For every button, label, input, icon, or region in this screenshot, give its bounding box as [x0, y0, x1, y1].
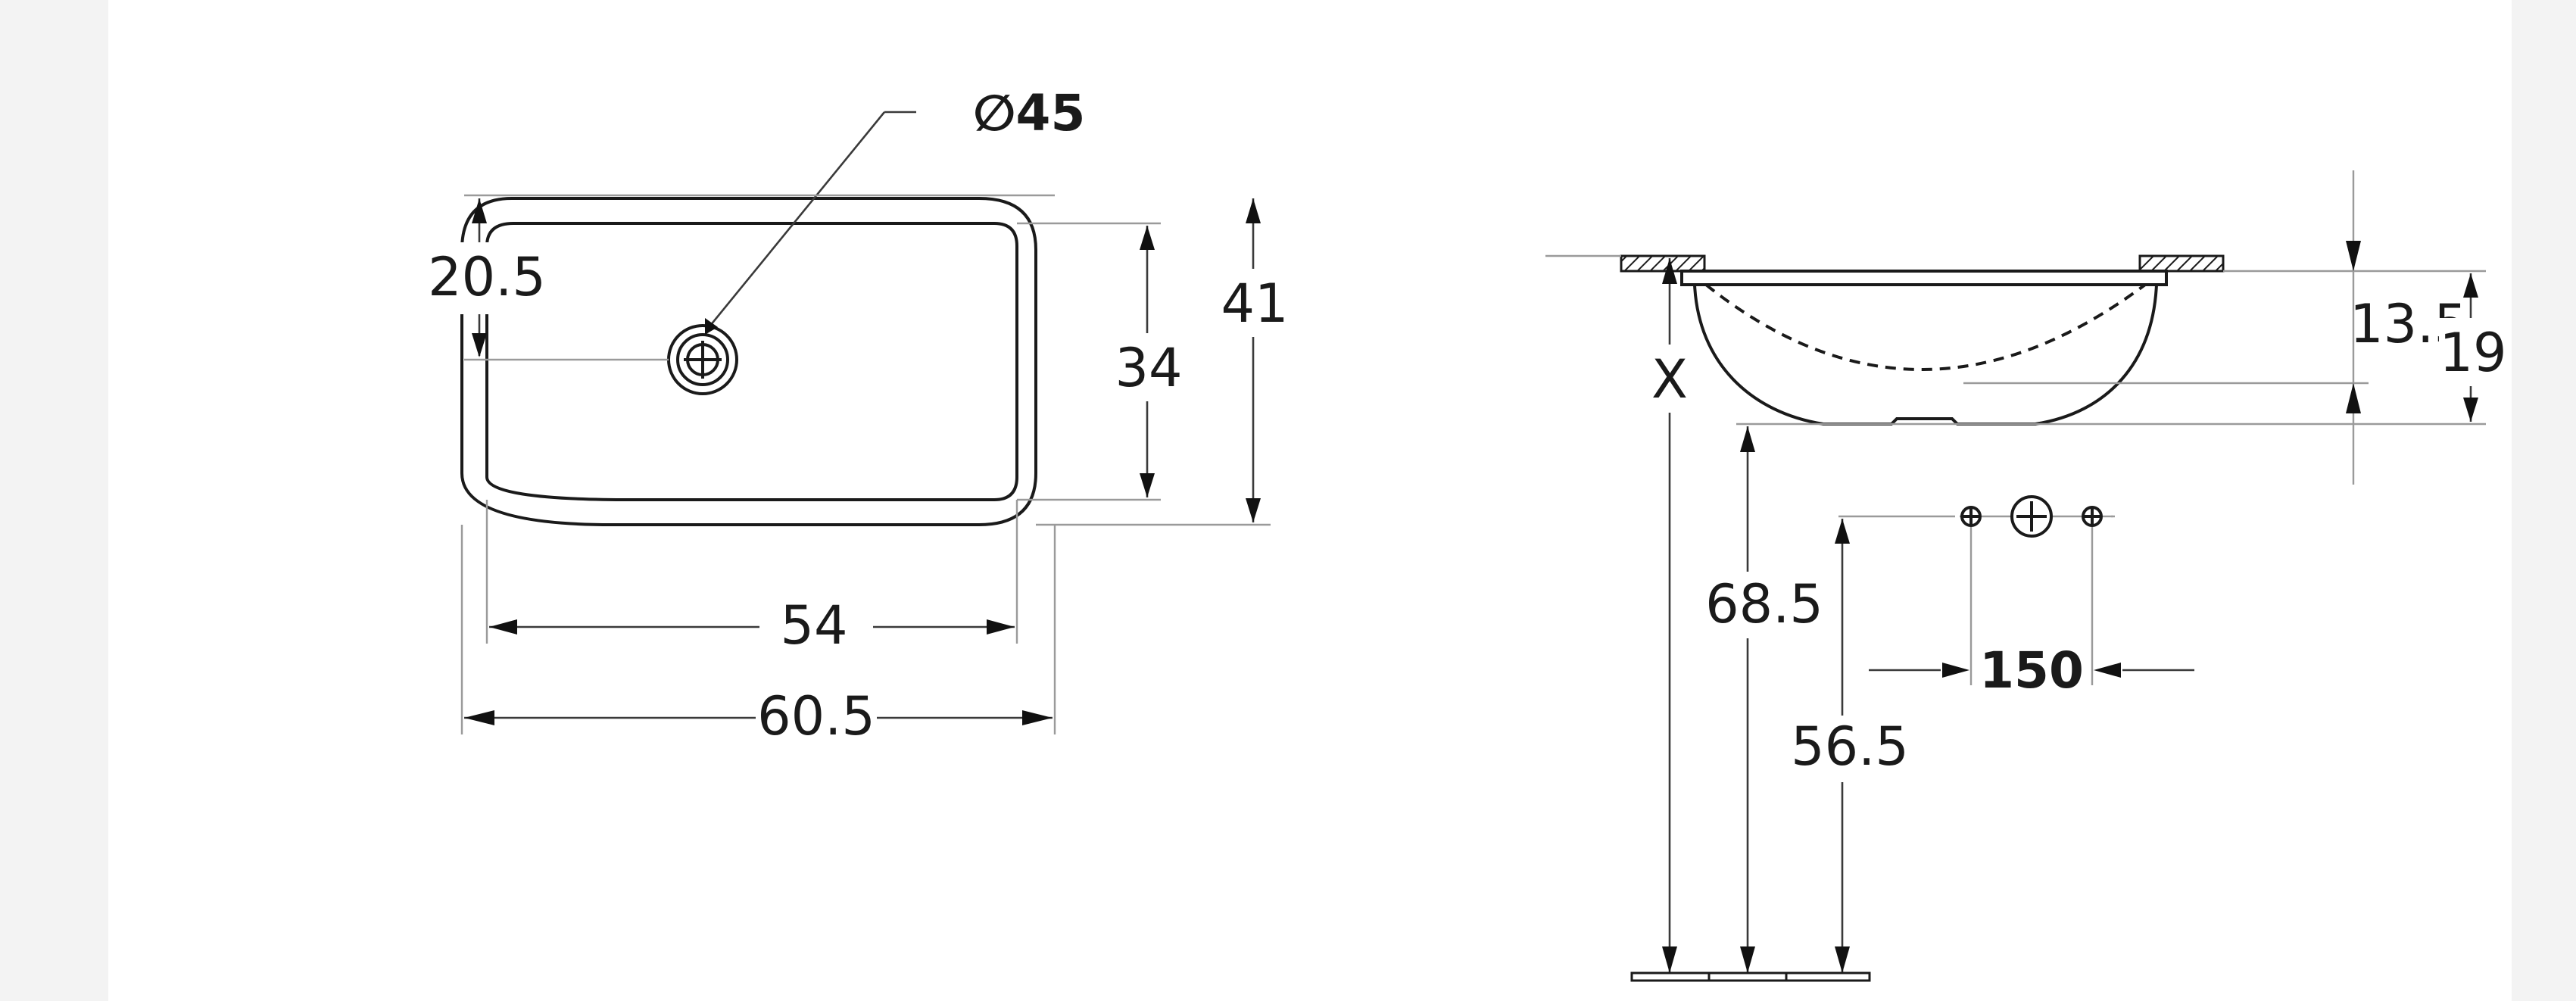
basin-outer-outline: [460, 197, 1037, 526]
basin-rim: [1680, 270, 2168, 286]
countertop-left: [1620, 254, 1706, 273]
outer-width-label: 60.5: [757, 685, 875, 747]
floor-line: [1630, 971, 1871, 982]
outer-width-dimension: 60.5: [460, 525, 1056, 753]
outer-depth-dimension: 41: [1036, 198, 1293, 526]
basin-bowl: [1693, 284, 2158, 426]
technical-drawing: ∅45 20.5 34 41: [428, 84, 2507, 982]
top-view: ∅45 20.5 34 41: [428, 84, 1293, 753]
total-height-dimension: X: [1642, 258, 1698, 973]
tap-spacing-label: 150: [1979, 641, 2084, 700]
inner-depth-dimension: 34: [1017, 222, 1187, 501]
drain-offset-label: 20.5: [428, 246, 546, 308]
inner-depth-label: 34: [1115, 337, 1182, 399]
basin-inner-dashed: [1704, 283, 2147, 371]
tap-hole-right: [2082, 506, 2103, 527]
tap-spacing-dimension: 150: [1869, 527, 2194, 700]
bottom-height-dimension: 68.5: [1704, 426, 1823, 973]
tap-height-dimension: 56.5: [1791, 519, 1909, 973]
drain-symbol: [667, 324, 738, 395]
drain-offset-dimension: 20.5: [428, 194, 1055, 361]
inner-width-label: 54: [780, 594, 847, 656]
countertop-right: [2138, 254, 2225, 273]
tap-holes: [1838, 495, 2115, 538]
side-view: 13.5 19 X 68.5: [1545, 170, 2507, 982]
bottom-height-label: 68.5: [1705, 573, 1823, 635]
tap-hole-left: [1960, 506, 1982, 527]
tap-hole-center: [2010, 495, 2053, 538]
inner-width-dimension: 54: [485, 500, 1018, 663]
bowl-depth-dimension: 19: [2439, 273, 2507, 422]
bowl-depth-label: 19: [2439, 322, 2506, 384]
tap-height-label: 56.5: [1791, 716, 1909, 778]
total-height-label: X: [1651, 348, 1688, 410]
outer-depth-label: 41: [1221, 273, 1288, 335]
drain-diameter-label: ∅45: [973, 84, 1085, 142]
drawing-sheet: ∅45 20.5 34 41: [108, 0, 2512, 1001]
basin-inner-outline: [485, 222, 1018, 501]
